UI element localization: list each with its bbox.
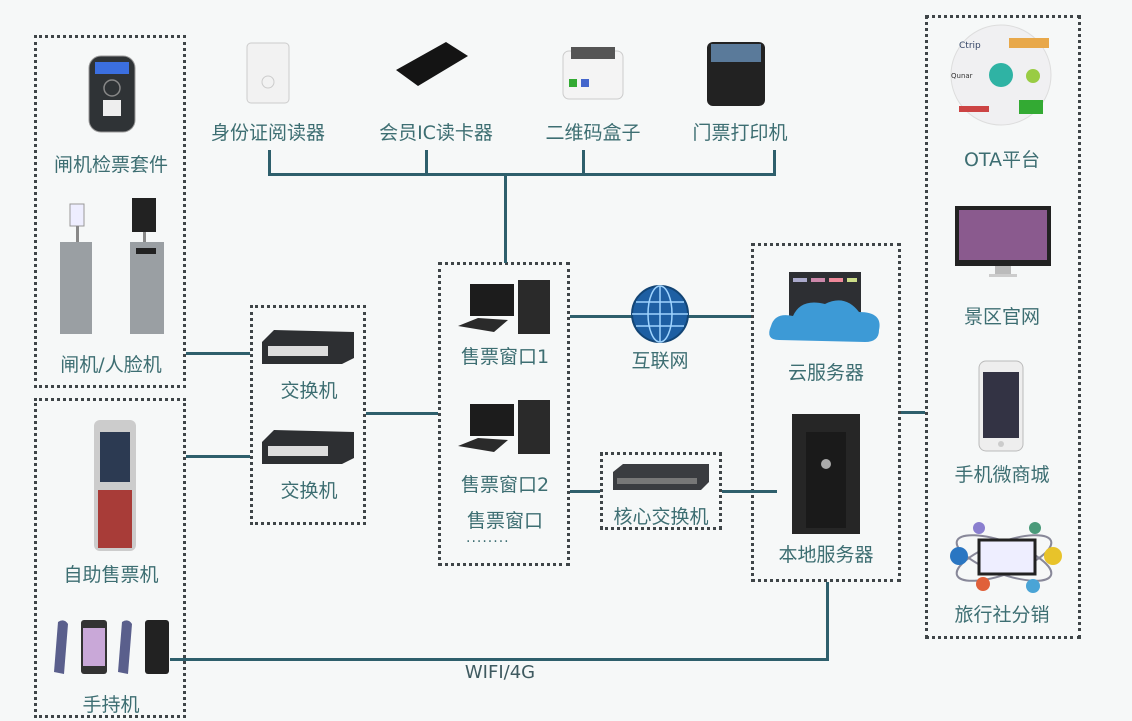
- group-core-switch: [600, 452, 722, 530]
- group-ticket-windows: [438, 262, 570, 566]
- label-travel-agency-distribution: 旅行社分销: [954, 604, 1050, 626]
- desktop-computer-icon: [458, 400, 552, 456]
- label-ticket-printer: 门票打印机: [692, 122, 788, 144]
- label-wireless-link: WIFI/4G: [464, 662, 536, 683]
- ticket-check-kit-icon: [88, 55, 136, 133]
- group-channels: [925, 15, 1081, 639]
- label-switch-2: 交换机: [280, 480, 338, 502]
- peripheral-trunk: [504, 173, 507, 263]
- self-service-kiosk-icon: [92, 418, 138, 553]
- svg-text:Qunar: Qunar: [951, 72, 973, 80]
- ticket-windows-ellipsis: ........: [466, 530, 510, 546]
- label-core-switch: 核心交换机: [613, 506, 709, 528]
- peripheral-drop-1: [268, 150, 271, 175]
- label-ticket-windows-group: 售票窗口: [466, 510, 544, 532]
- globe-icon: [630, 284, 690, 344]
- desktop-computer-icon: [458, 280, 552, 336]
- core-switch-icon: [613, 464, 709, 490]
- label-internet: 互联网: [631, 350, 689, 372]
- link-kiosk-switch: [186, 455, 250, 458]
- label-cloud-server: 云服务器: [787, 362, 865, 384]
- peripheral-bus: [268, 173, 776, 176]
- peripheral-drop-4: [773, 150, 776, 175]
- link-window-core: [570, 490, 600, 493]
- link-window-internet: [570, 315, 632, 318]
- link-wireless-vertical: [826, 582, 829, 661]
- label-ticket-window-2: 售票窗口2: [460, 474, 550, 496]
- label-ticket-check-kit: 闸机检票套件: [53, 154, 169, 176]
- link-switch-windows: [366, 412, 438, 415]
- link-gate-switch: [186, 352, 250, 355]
- smartphone-icon: [978, 360, 1024, 452]
- ic-card-reader-icon: [396, 42, 468, 86]
- label-handheld-terminal: 手持机: [82, 694, 140, 716]
- handheld-terminal-icon: [50, 618, 170, 676]
- svg-text:Ctrip: Ctrip: [959, 41, 981, 51]
- label-ticket-window-1: 售票窗口1: [460, 346, 550, 368]
- label-id-card-reader: 身份证阅读器: [210, 122, 326, 144]
- label-switch-1: 交换机: [280, 380, 338, 402]
- label-self-service-kiosk: 自助售票机: [63, 564, 159, 586]
- group-servers: [751, 243, 901, 582]
- label-qr-code-box: 二维码盒子: [545, 122, 641, 144]
- cloud-server-icon: [765, 268, 887, 348]
- group-sales-devices: [34, 398, 186, 718]
- peripheral-drop-2: [425, 150, 428, 175]
- label-scenic-website: 景区官网: [963, 306, 1041, 328]
- peripheral-drop-3: [582, 150, 585, 175]
- link-internet-cloud: [688, 315, 751, 318]
- website-monitor-icon: [955, 206, 1051, 278]
- switch-icon: [262, 430, 354, 464]
- label-ic-card-reader: 会员IC读卡器: [379, 122, 493, 144]
- label-ota-platform: OTA平台: [963, 149, 1041, 171]
- group-switches: [250, 305, 366, 525]
- distribution-network-icon: [945, 520, 1063, 596]
- link-core-server: [722, 490, 777, 493]
- turnstile-face-recognition-icon: [58, 196, 164, 336]
- ticket-printer-icon: [705, 40, 767, 108]
- link-servers-channels: [901, 411, 925, 414]
- label-turnstile: 闸机/人脸机: [60, 354, 162, 376]
- label-local-server: 本地服务器: [778, 544, 874, 566]
- qr-code-box-icon: [559, 45, 627, 101]
- group-gate-devices: [34, 35, 186, 388]
- switch-icon: [262, 330, 354, 364]
- label-mobile-mall: 手机微商城: [954, 464, 1050, 486]
- tower-server-icon: [792, 414, 860, 534]
- link-wireless-horizontal: [170, 658, 829, 661]
- id-card-reader-icon: [246, 42, 290, 104]
